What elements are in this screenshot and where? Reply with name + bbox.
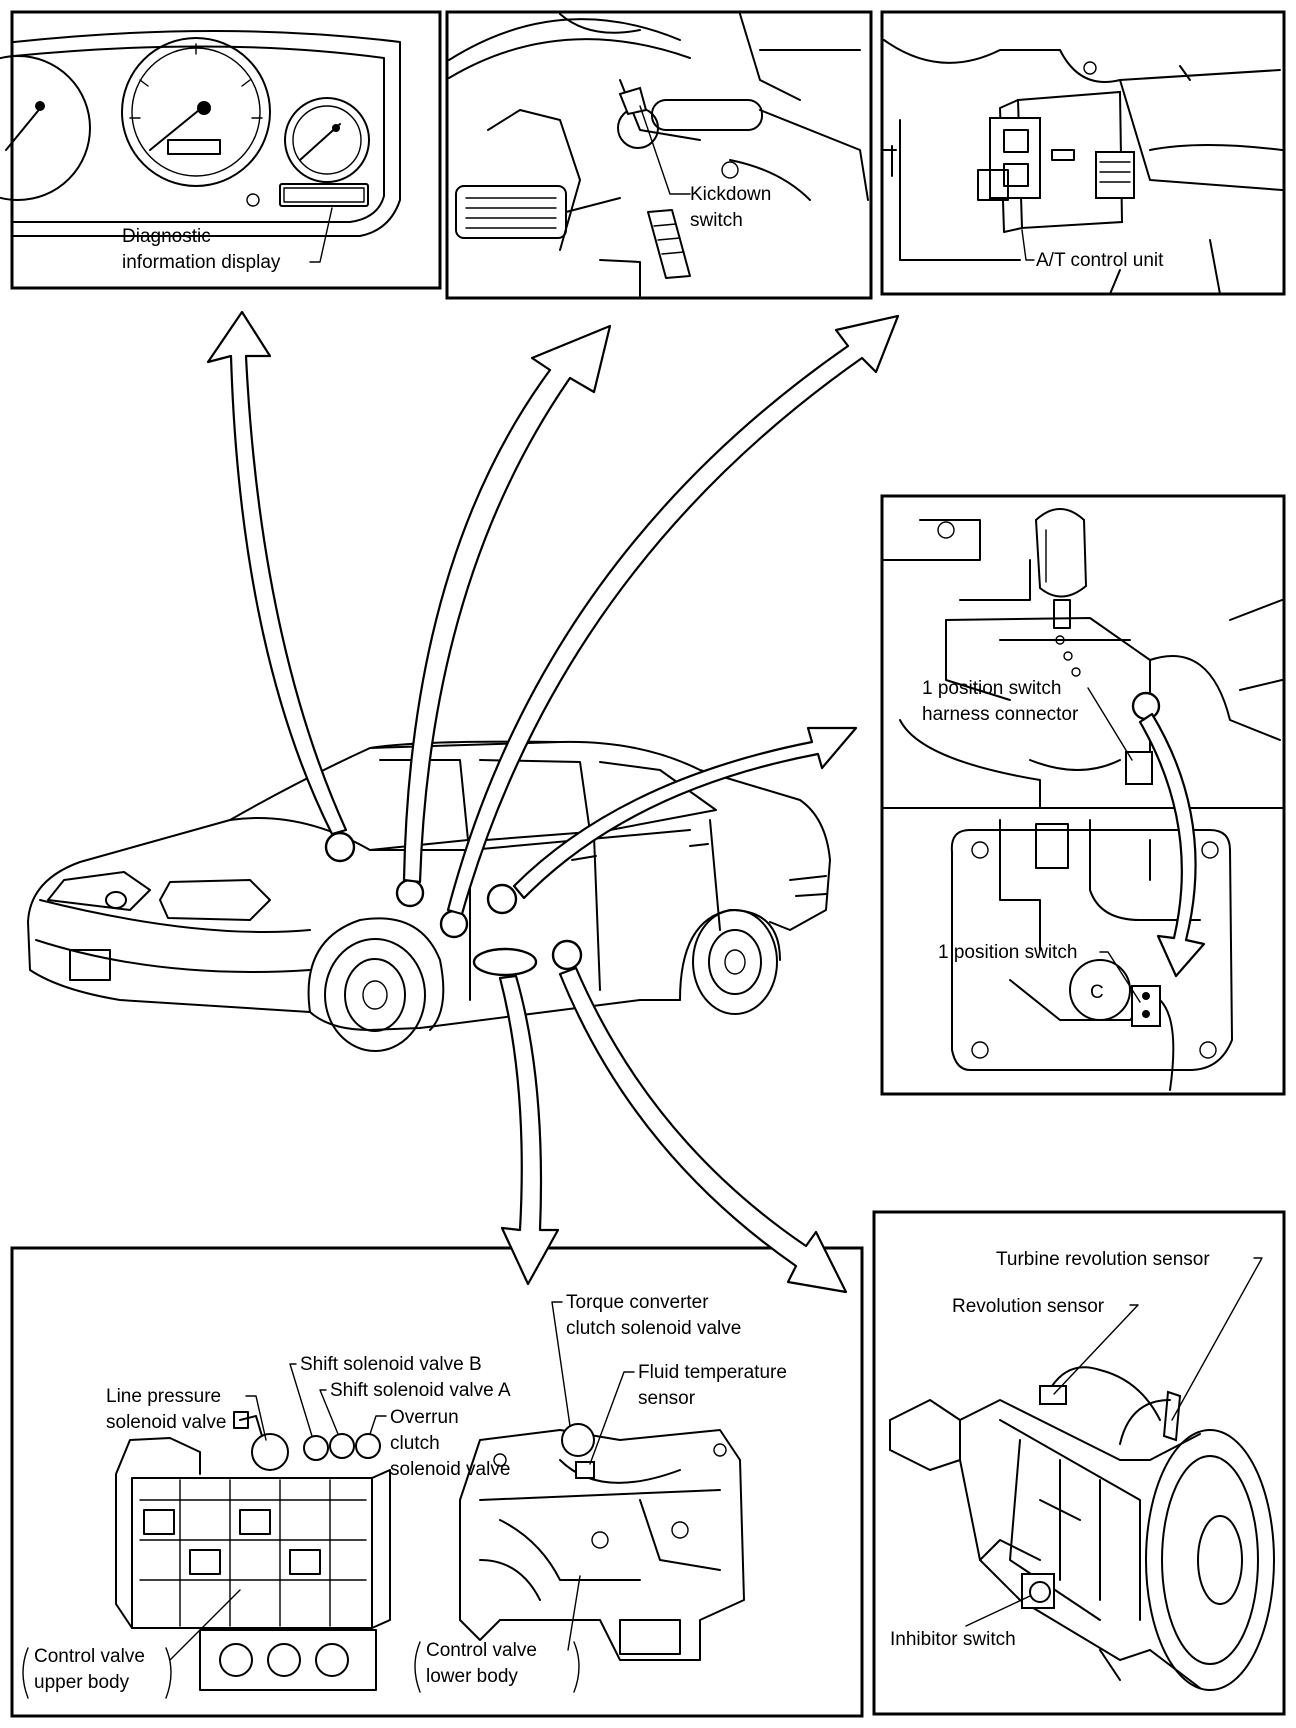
left-gauge-icon — [0, 55, 91, 201]
position-switch-connector-label-1: 1 position switch — [922, 678, 1061, 699]
arrow-to-control-unit-icon — [446, 314, 900, 916]
line-pressure-label-2: solenoid valve — [106, 1412, 226, 1433]
inhibitor-switch-icon — [1021, 1573, 1055, 1609]
dashboard-panel: Diagnostic information display — [0, 10, 442, 290]
lower-body-label-2: lower body — [426, 1666, 518, 1687]
upper-body-label-1: Control valve — [34, 1646, 145, 1667]
dashboard-location-marker — [324, 831, 356, 863]
control-unit-panel: A/T control unit — [880, 10, 1286, 296]
revolution-sensor-icon — [1039, 1366, 1161, 1421]
fluid-temperature-sensor-icon — [575, 1461, 595, 1479]
arrow-to-kickdown-icon — [402, 324, 612, 884]
torque-converter-label-2: clutch solenoid valve — [566, 1318, 741, 1339]
valve-body-panel: Line pressure solenoid valve Shift solen… — [10, 1246, 864, 1718]
accelerator-pedal-icon — [647, 209, 691, 279]
transmission-location-marker — [551, 939, 583, 971]
shift-solenoid-b-icon — [303, 1435, 329, 1461]
arrow-to-transmission-icon — [558, 966, 848, 1294]
transmission-panel: Turbine revolution sensor Revolution sen… — [872, 1210, 1286, 1716]
fluid-temperature-label-1: Fluid temperature — [638, 1362, 787, 1383]
kickdown-label-1: Kickdown — [690, 184, 771, 205]
front-wheel-icon — [307, 917, 445, 1052]
shift-solenoid-a-icon — [329, 1433, 355, 1459]
fluid-temperature-label-2: sensor — [638, 1388, 696, 1409]
diagnostic-display-label-2: information display — [122, 252, 281, 273]
overrun-solenoid-icon — [355, 1433, 381, 1459]
kickdown-label-2: switch — [690, 210, 743, 231]
line-pressure-solenoid-icon — [233, 1411, 289, 1471]
kickdown-location-marker — [395, 878, 425, 908]
connector-icon — [1095, 151, 1135, 199]
connector-location-marker — [1131, 691, 1161, 721]
transmission-icon — [889, 1399, 1275, 1691]
overrun-label-3: solenoid valve — [390, 1459, 510, 1480]
arrow-to-dashboard-icon — [206, 310, 348, 836]
lower-body-label-1: Control valve — [426, 1640, 537, 1661]
shift-lever-icon — [1034, 508, 1088, 629]
upper-valve-body-icon — [115, 1437, 391, 1691]
overrun-label-2: clutch — [390, 1433, 440, 1454]
diagnostic-display-label-1: Diagnostic — [122, 226, 211, 247]
arrow-to-valve-body-icon — [498, 974, 560, 1286]
inhibitor-switch-label: Inhibitor switch — [890, 1629, 1016, 1650]
position-switch-location-marker — [486, 883, 518, 915]
kickdown-panel: Kickdown switch — [445, 10, 873, 300]
valve-body-location-marker — [472, 947, 538, 977]
view-transition-arrow-icon — [1138, 712, 1206, 978]
tachometer-icon — [284, 97, 370, 183]
overrun-label-1: Overrun — [390, 1407, 459, 1428]
kickdown-switch-icon — [618, 86, 648, 116]
upper-body-label-2: upper body — [34, 1672, 130, 1693]
line-pressure-label-1: Line pressure — [106, 1386, 221, 1407]
position-switch-label: 1 position switch — [938, 942, 1077, 963]
position-switch-panel: 1 position switch harness connector C 1 … — [880, 494, 1286, 1096]
car-illustration — [27, 740, 831, 1052]
shift-a-label: Shift solenoid valve A — [330, 1380, 511, 1401]
position-switch-connector-label-2: harness connector — [922, 704, 1079, 725]
turbine-sensor-label: Turbine revolution sensor — [996, 1249, 1210, 1270]
turbine-sensor-icon — [1119, 1390, 1182, 1445]
brake-pedal-icon — [455, 185, 621, 239]
control-unit-label: A/T control unit — [1036, 250, 1164, 271]
torque-converter-label-1: Torque converter — [566, 1292, 709, 1313]
speedometer-icon — [121, 37, 271, 187]
revolution-sensor-label: Revolution sensor — [952, 1296, 1105, 1317]
control-unit-location-marker — [439, 909, 469, 939]
torque-converter-solenoid-icon — [561, 1423, 595, 1457]
position-switch-icon — [1131, 985, 1161, 1027]
svg-text:C: C — [1090, 982, 1104, 1003]
arrow-to-position-switch-icon — [512, 726, 858, 900]
rear-wheel-icon — [679, 909, 781, 1015]
diagnostic-display-icon — [279, 183, 369, 207]
shift-b-label: Shift solenoid valve B — [300, 1354, 482, 1375]
